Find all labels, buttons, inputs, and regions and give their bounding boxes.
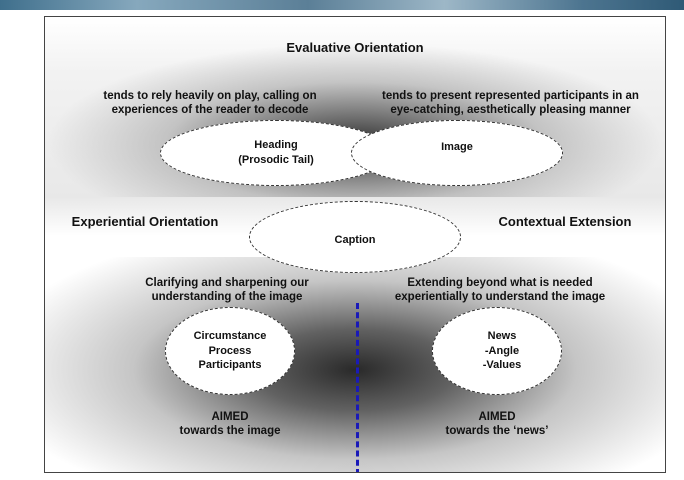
center-divider-line — [356, 303, 359, 472]
diagram-panel: Evaluative Orientation tends to rely hea… — [44, 16, 666, 473]
shade-bottom — [45, 257, 665, 472]
news-oval-label: News -Angle -Values — [482, 329, 522, 372]
image-node-label: Image — [441, 140, 473, 153]
experiential-orientation-title: Experiential Orientation — [71, 214, 219, 229]
left-top-description: tends to rely heavily on play, calling o… — [103, 90, 317, 117]
left-lower-description: Clarifying and sharpening our understand… — [145, 277, 309, 304]
heading-node-label: Heading (Prosodic Tail) — [238, 139, 314, 166]
news-oval: News -Angle -Values — [432, 307, 562, 395]
contextual-extension-title: Contextual Extension — [498, 214, 632, 229]
right-top-description: tends to present represented participant… — [382, 90, 639, 117]
right-aimed-target: towards the ‘news’ — [445, 425, 549, 437]
caption-node-label: Caption — [334, 233, 376, 246]
top-decorative-strip — [0, 0, 684, 10]
right-aimed-label: AIMED — [478, 411, 516, 423]
left-aimed-label: AIMED — [211, 411, 249, 423]
evaluative-orientation-title: Evaluative Orientation — [286, 40, 424, 55]
right-lower-description: Extending beyond what is needed experien… — [394, 277, 606, 304]
circumstance-oval-label: Circumstance Process Participants — [193, 329, 267, 372]
caption-node: Caption — [249, 201, 461, 273]
left-aimed-target: towards the image — [179, 425, 281, 437]
circumstance-oval: Circumstance Process Participants — [165, 307, 295, 395]
image-node: Image — [351, 120, 563, 186]
